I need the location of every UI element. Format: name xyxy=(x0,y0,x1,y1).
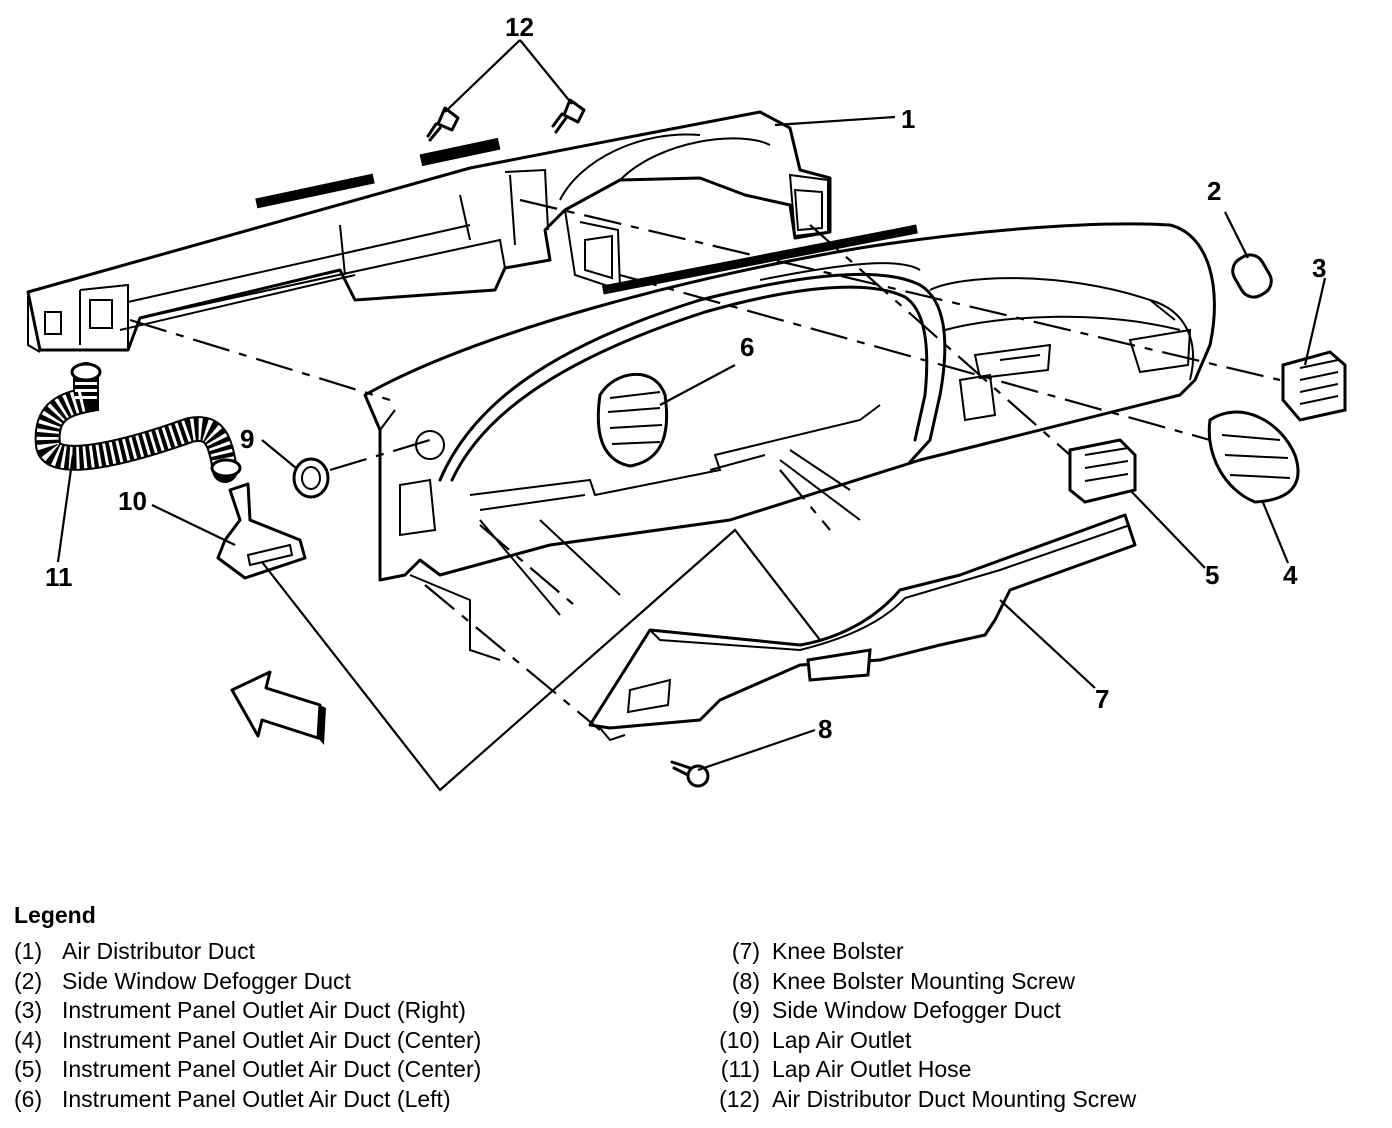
callout-9: 9 xyxy=(240,424,254,454)
legend-item: (1)Air Distributor Duct xyxy=(14,938,255,964)
legend-item: (9)Side Window Defogger Duct xyxy=(731,997,1061,1023)
legend-item: (11)Lap Air Outlet Hose xyxy=(720,1056,972,1082)
callout-8: 8 xyxy=(818,714,832,744)
callout-10: 10 xyxy=(118,486,147,516)
outlet-center-left xyxy=(1068,438,1137,504)
callout-11: 11 xyxy=(45,562,73,592)
legend-item: (5)Instrument Panel Outlet Air Duct (Cen… xyxy=(14,1056,482,1082)
legend-item: (6)Instrument Panel Outlet Air Duct (Lef… xyxy=(14,1085,451,1112)
callout-2: 2 xyxy=(1207,176,1221,206)
legend-item: (4)Instrument Panel Outlet Air Duct (Cen… xyxy=(14,1026,482,1053)
alignment-lines xyxy=(129,198,1281,731)
leader-lines xyxy=(56,39,1327,792)
front-arrow-icon xyxy=(230,670,326,745)
legend-item: (10)Lap Air Outlet xyxy=(719,1026,912,1053)
side-window-defogger-duct-left xyxy=(292,457,330,499)
callout-5: 5 xyxy=(1205,560,1219,590)
distributor-duct-screw-left xyxy=(426,106,460,142)
instrument-panel xyxy=(363,222,1216,661)
knee-bolster xyxy=(588,513,1137,742)
legend-column-left: (1)Air Distributor Duct (2)Side Window D… xyxy=(14,938,481,1115)
callout-7: 7 xyxy=(1095,684,1109,714)
legend-item: (2)Side Window Defogger Duct xyxy=(14,967,351,994)
legend: Legend (1)Air Distributor Duct (2)Side W… xyxy=(14,900,1384,1120)
outlet-left xyxy=(596,372,669,468)
knee-bolster-screw xyxy=(670,760,710,788)
lap-air-outlet-hose xyxy=(34,362,242,483)
outlet-right xyxy=(1281,350,1347,422)
air-distributor-duct xyxy=(26,110,832,353)
lap-air-outlet xyxy=(216,482,307,580)
side-window-defogger-duct-right xyxy=(1231,253,1273,299)
legend-item: (3)Instrument Panel Outlet Air Duct (Rig… xyxy=(14,997,466,1023)
legend-column-right: (7)Knee Bolster (8)Knee Bolster Mounting… xyxy=(698,938,1136,1115)
instrument-panel-exploded-diagram: 1 2 3 4 5 6 7 8 9 10 11 12 xyxy=(26,12,1347,792)
callout-4: 4 xyxy=(1283,560,1298,590)
callout-12: 12 xyxy=(505,12,534,42)
legend-item: (12)Air Distributor Duct Mounting Screw xyxy=(719,1085,1137,1112)
callout-6: 6 xyxy=(740,332,754,362)
legend-item: (7)Knee Bolster xyxy=(731,938,904,964)
callout-3: 3 xyxy=(1312,253,1326,283)
distributor-duct-screw-right xyxy=(551,98,586,134)
legend-item: (8)Knee Bolster Mounting Screw xyxy=(731,967,1075,994)
outlet-center-right xyxy=(1207,410,1300,504)
callout-1: 1 xyxy=(901,104,915,134)
legend-title: Legend xyxy=(14,902,96,928)
